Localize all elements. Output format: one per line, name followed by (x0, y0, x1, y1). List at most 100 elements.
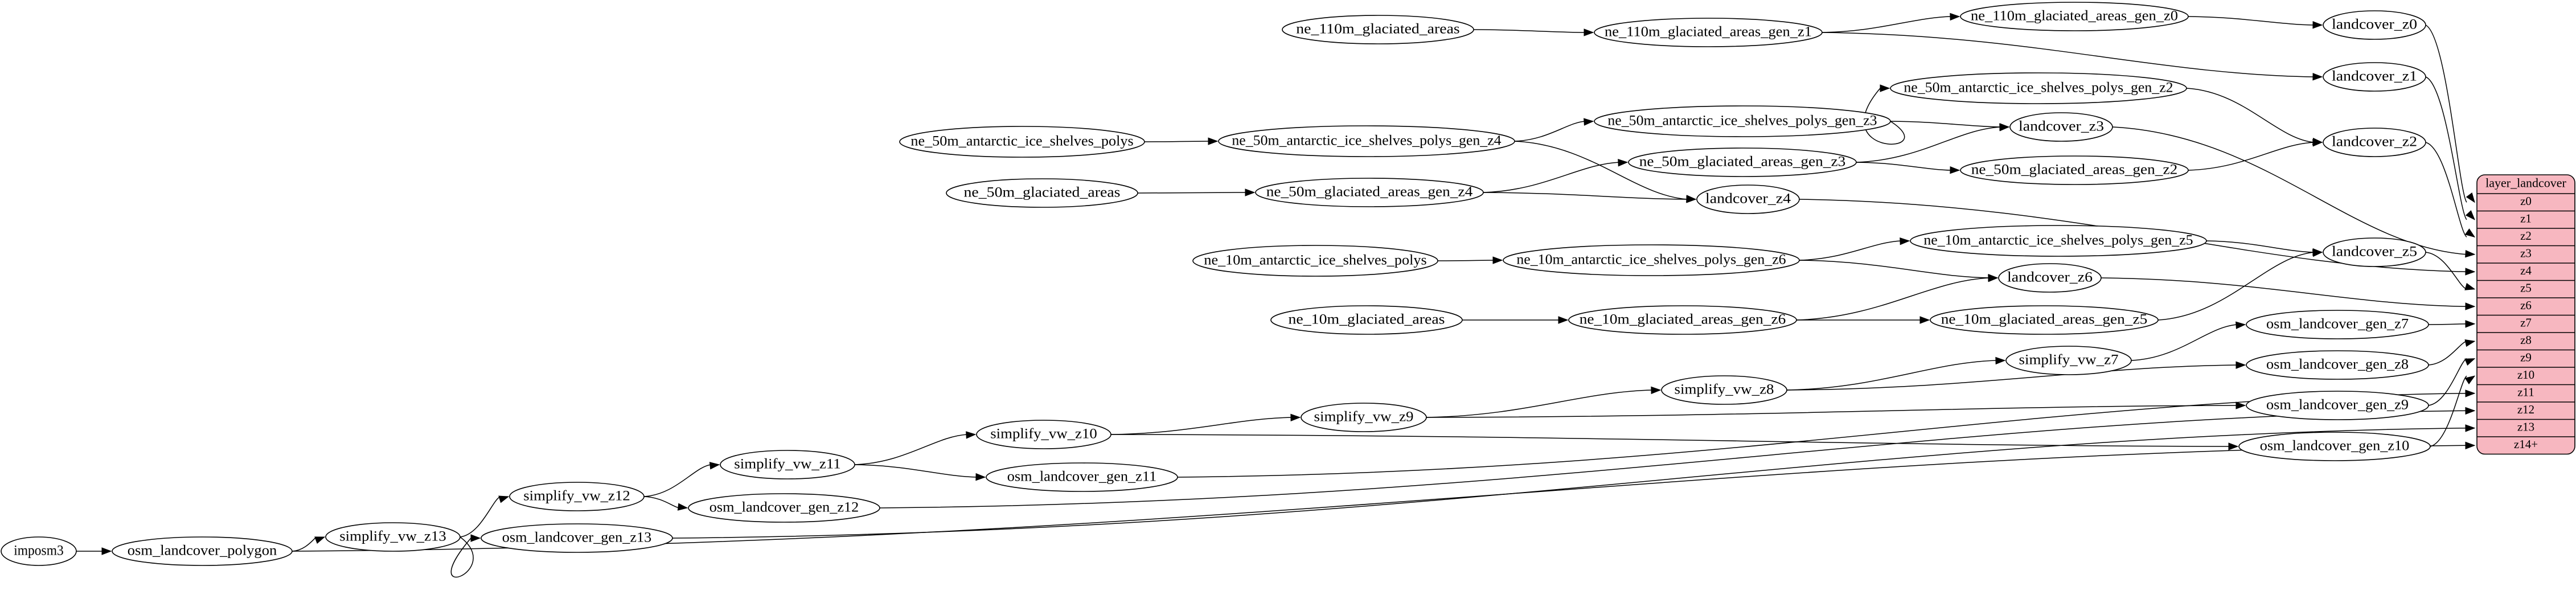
graph-edge-ne_50m_glaciated_areas_gen_z4--landcover_z4 (1483, 192, 1688, 200)
edge-arrowhead (1950, 13, 1960, 21)
graph-node-ne_10m_glaciated_areas_gen_z6[interactable]: ne_10m_glaciated_areas_gen_z6 (1568, 305, 1797, 335)
node-label: osm_landcover_polygon (128, 543, 277, 559)
graph-node-simplify_vw_z12[interactable]: simplify_vw_z12 (509, 482, 645, 511)
graph-edge-landcover_z5--layer_landcover:z5 (2425, 252, 2467, 290)
node-shape (1282, 15, 1474, 44)
node-label: ne_10m_glaciated_areas (1289, 312, 1445, 327)
node-shape (1696, 184, 1800, 214)
node-label: ne_50m_glaciated_areas_gen_z2 (1971, 162, 2178, 178)
graph-node-landcover_z0[interactable]: landcover_z0 (2323, 10, 2426, 40)
graph-edge-ne_50m_antarctic_ice_shelves_polys_gen_z3--landcover_z3 (1890, 121, 2001, 128)
graph-edge-simplify_vw_z7--osm_landcover_gen_z7 (2131, 324, 2238, 361)
edge-arrowhead (2235, 321, 2246, 329)
graph-edge-simplify_vw_z13--simplify_vw_z12 (460, 496, 501, 538)
graph-node-osm_landcover_polygon[interactable]: osm_landcover_polygon (112, 536, 293, 566)
node-shape (2323, 10, 2426, 40)
node-label: ne_50m_antarctic_ice_shelves_polys_gen_z… (1607, 113, 1877, 129)
graph-edge-ne_10m_antarctic_ice_shelves_polys_gen_z5--landcover_z5 (2206, 240, 2315, 253)
edge-arrowhead (1686, 195, 1697, 203)
edge-arrowhead (101, 547, 112, 555)
graph-node-ne_50m_glaciated_areas_gen_z3[interactable]: ne_50m_glaciated_areas_gen_z3 (1628, 147, 1857, 177)
graph-node-osm_landcover_gen_z8[interactable]: osm_landcover_gen_z8 (2246, 350, 2429, 380)
edge-arrowhead (314, 536, 326, 544)
graph-node-ne_10m_glaciated_areas[interactable]: ne_10m_glaciated_areas (1270, 305, 1463, 335)
graph-node-ne_10m_glaciated_areas_gen_z5[interactable]: ne_10m_glaciated_areas_gen_z5 (1930, 305, 2159, 335)
node-shape (2246, 391, 2429, 420)
graph-node-osm_landcover_gen_z9[interactable]: osm_landcover_gen_z9 (2246, 391, 2429, 420)
graph-edge-ne_110m_glaciated_areas_gen_z0--landcover_z0 (2188, 16, 2315, 26)
graph-node-ne_50m_antarctic_ice_shelves_polys_gen_z3[interactable]: ne_50m_antarctic_ice_shelves_polys_gen_z… (1594, 105, 1891, 137)
graph-node-osm_landcover_gen_z10[interactable]: osm_landcover_gen_z10 (2238, 432, 2431, 461)
graph-node-landcover_z6[interactable]: landcover_z6 (1998, 263, 2102, 293)
edge-arrowhead (1950, 166, 1960, 174)
graph-node-landcover_z4[interactable]: landcover_z4 (1696, 184, 1800, 214)
graph-node-imposm3[interactable]: imposm3 (1, 536, 77, 566)
graph-node-ne_110m_glaciated_areas_gen_z0[interactable]: ne_110m_glaciated_areas_gen_z0 (1960, 2, 2189, 31)
edge-arrowhead (2312, 21, 2323, 29)
graph-node-simplify_vw_z11[interactable]: simplify_vw_z11 (720, 450, 855, 479)
graph-edge-osm_landcover_gen_z12--layer_landcover:z12 (879, 410, 2467, 509)
graph-node-ne_10m_antarctic_ice_shelves_polys_gen_z5[interactable]: ne_10m_antarctic_ice_shelves_polys_gen_z… (1910, 225, 2207, 257)
edge-arrowhead (2228, 442, 2239, 450)
node-shape (1910, 225, 2207, 257)
node-shape (481, 523, 673, 553)
graph-node-simplify_vw_z13[interactable]: simplify_vw_z13 (325, 522, 461, 552)
node-shape (2009, 112, 2113, 142)
graph-node-ne_50m_antarctic_ice_shelves_polys_gen_z2[interactable]: ne_50m_antarctic_ice_shelves_polys_gen_z… (1890, 72, 2187, 104)
graph-node-ne_50m_glaciated_areas[interactable]: ne_50m_glaciated_areas (946, 178, 1138, 208)
graph-node-landcover_z5[interactable]: landcover_z5 (2323, 237, 2426, 267)
graph-edge-osm_landcover_gen_z8--layer_landcover:z8 (2428, 341, 2467, 366)
edge-arrowhead (2464, 228, 2476, 238)
node-label: landcover_z4 (1705, 191, 1791, 207)
graph-node-osm_landcover_gen_z7[interactable]: osm_landcover_gen_z7 (2246, 310, 2429, 339)
graph-edge-ne_10m_glaciated_areas_gen_z5--landcover_z5 (2157, 252, 2315, 321)
node-shape (986, 462, 1178, 492)
graph-node-ne_50m_antarctic_ice_shelves_polys[interactable]: ne_50m_antarctic_ice_shelves_polys (899, 126, 1145, 158)
edge-arrowhead (2235, 401, 2246, 409)
edge-arrowhead (2312, 249, 2323, 257)
node-label: simplify_vw_z11 (734, 457, 841, 472)
graph-node-ne_50m_glaciated_areas_gen_z4[interactable]: ne_50m_glaciated_areas_gen_z4 (1255, 178, 1484, 207)
node-label: osm_landcover_gen_z8 (2266, 357, 2409, 372)
graph-node-ne_110m_glaciated_areas[interactable]: ne_110m_glaciated_areas (1282, 15, 1474, 44)
graph-node-osm_landcover_gen_z11[interactable]: osm_landcover_gen_z11 (986, 462, 1178, 492)
graph-node-landcover_z3[interactable]: landcover_z3 (2009, 112, 2113, 142)
graph-edge-ne_50m_glaciated_areas_gen_z3--landcover_z3 (1856, 126, 2001, 163)
edge-arrowhead (1651, 386, 1662, 395)
graph-node-landcover_z1[interactable]: landcover_z1 (2323, 62, 2426, 92)
graph-edge-ne_50m_antarctic_ice_shelves_polys_gen_z4--ne_50m_antarctic_ice_shelves_polys_gen_z3 (1514, 121, 1586, 142)
graph-edge-simplify_vw_z9--osm_landcover_gen_z9 (1426, 405, 2238, 418)
graph-node-ne_10m_antarctic_ice_shelves_polys_gen_z6[interactable]: ne_10m_antarctic_ice_shelves_polys_gen_z… (1503, 244, 1800, 276)
graph-node-ne_110m_glaciated_areas_gen_z1[interactable]: ne_110m_glaciated_areas_gen_z1 (1594, 18, 1823, 47)
node-label: simplify_vw_z9 (1314, 409, 1414, 425)
record-row-z10: z10 (2517, 368, 2534, 382)
graph-node-ne_50m_antarctic_ice_shelves_polys_gen_z4[interactable]: ne_50m_antarctic_ice_shelves_polys_gen_z… (1218, 125, 1515, 157)
node-shape (509, 482, 645, 511)
node-label: ne_10m_glaciated_areas_gen_z6 (1580, 312, 1786, 327)
graph-node-simplify_vw_z8[interactable]: simplify_vw_z8 (1661, 375, 1787, 405)
graph-edge-simplify_vw_z12--simplify_vw_z11 (643, 464, 712, 497)
graph-node-simplify_vw_z7[interactable]: simplify_vw_z7 (2005, 346, 2132, 375)
node-shape (1960, 2, 2189, 31)
edge-arrowhead (2466, 192, 2475, 203)
node-shape (2238, 432, 2431, 461)
edge-arrowhead (2465, 389, 2476, 397)
node-shape (325, 522, 461, 552)
graph-edge-ne_50m_antarctic_ice_shelves_polys_gen_z4--landcover_z4 (1514, 141, 1688, 200)
edge-arrowhead (2465, 441, 2476, 450)
node-label: ne_50m_antarctic_ice_shelves_polys (910, 134, 1133, 149)
graph-node-ne_10m_antarctic_ice_shelves_polys[interactable]: ne_10m_antarctic_ice_shelves_polys (1192, 245, 1438, 277)
graph-node-osm_landcover_gen_z12[interactable]: osm_landcover_gen_z12 (688, 493, 880, 523)
record-row-z3: z3 (2520, 247, 2532, 260)
layer-landcover-title: layer_landcover (2485, 176, 2566, 190)
node-label: osm_landcover_gen_z12 (709, 500, 859, 515)
graph-node-ne_50m_glaciated_areas_gen_z2[interactable]: ne_50m_glaciated_areas_gen_z2 (1960, 155, 2189, 185)
graph-node-landcover_z2[interactable]: landcover_z2 (2323, 128, 2426, 157)
graph-node-simplify_vw_z9[interactable]: simplify_vw_z9 (1301, 403, 1427, 432)
graph-edge-ne_50m_glaciated_areas--ne_50m_glaciated_areas_gen_z4 (1137, 192, 1247, 194)
graph-node-simplify_vw_z10[interactable]: simplify_vw_z10 (976, 420, 1111, 449)
record-row-z8: z8 (2520, 333, 2532, 347)
graph-node-osm_landcover_gen_z13[interactable]: osm_landcover_gen_z13 (481, 523, 673, 553)
edge-arrowhead (2312, 73, 2323, 81)
